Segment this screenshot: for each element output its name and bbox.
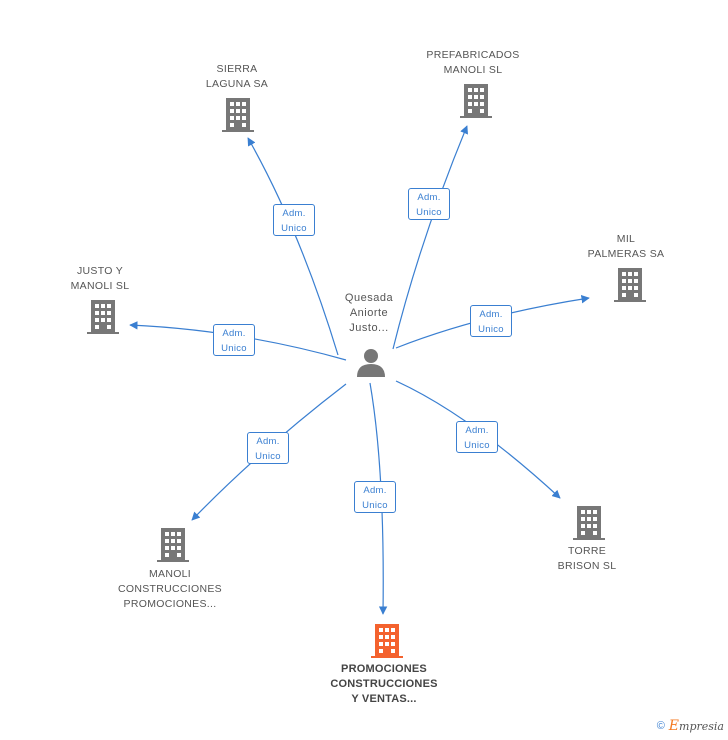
relation-role: Adm. <box>222 328 246 339</box>
person-name-line: Quesada <box>344 292 394 304</box>
relation-role: Adm. <box>465 425 489 436</box>
relation-type: Unico <box>255 451 281 462</box>
building-icon-promociones[interactable] <box>371 624 403 658</box>
building-icon-manoli[interactable] <box>157 528 189 562</box>
node-label-line: TORRE <box>567 545 607 557</box>
person-icon[interactable] <box>357 349 385 377</box>
node-label-justo[interactable]: JUSTO Y MANOLI SL <box>50 264 150 294</box>
relation-type: Unico <box>478 324 504 335</box>
person-name[interactable]: Quesada Aniorte Justo... <box>330 291 408 336</box>
relation-badge-mil[interactable]: Adm. Unico <box>470 305 512 337</box>
node-label-line: PROMOCIONES... <box>123 598 217 610</box>
node-label-line: MANOLI <box>148 568 192 580</box>
relation-role: Adm. <box>479 309 503 320</box>
building-icon-prefabricados[interactable] <box>460 84 492 118</box>
node-label-line: JUSTO Y <box>76 265 124 277</box>
node-label-line: Y VENTAS... <box>351 693 417 705</box>
relation-type: Unico <box>416 207 442 218</box>
relation-role: Adm. <box>417 192 441 203</box>
node-label-line: SIERRA <box>216 63 258 75</box>
relation-type: Unico <box>281 223 307 234</box>
node-label-line: MANOLI SL <box>443 64 503 76</box>
relation-badge-prefabricados[interactable]: Adm. Unico <box>408 188 450 220</box>
building-icon-justo[interactable] <box>87 300 119 334</box>
copyright-icon: © <box>656 720 665 732</box>
node-label-promociones[interactable]: PROMOCIONES CONSTRUCCIONES Y VENTAS... <box>319 662 449 707</box>
building-icon-mil[interactable] <box>614 268 646 302</box>
edge-prefabricados <box>392 125 469 350</box>
node-label-sierra[interactable]: SIERRA LAGUNA SA <box>187 62 287 92</box>
node-label-manoli[interactable]: MANOLI CONSTRUCCIONES PROMOCIONES... <box>110 567 230 612</box>
node-label-line: CONSTRUCCIONES <box>118 583 222 595</box>
node-label-line: CONSTRUCCIONES <box>330 678 438 690</box>
relation-type: Unico <box>221 343 247 354</box>
brand-name: mpresia <box>679 720 724 733</box>
relation-badge-torre[interactable]: Adm. Unico <box>456 421 498 453</box>
relation-role: Adm. <box>256 436 280 447</box>
relation-role: Adm. <box>363 485 387 496</box>
relation-badge-justo[interactable]: Adm. Unico <box>213 324 255 356</box>
node-label-line: PREFABRICADOS <box>426 49 520 61</box>
relation-badge-sierra[interactable]: Adm. Unico <box>273 204 315 236</box>
relation-role: Adm. <box>282 208 306 219</box>
person-name-line: Aniorte <box>349 307 389 319</box>
node-label-line: LAGUNA SA <box>205 78 269 90</box>
person-name-line: Justo... <box>349 322 389 334</box>
brand-logo[interactable]: Empresia <box>669 718 724 734</box>
brand-initial: E <box>668 718 680 734</box>
node-label-line: PALMERAS SA <box>587 248 665 260</box>
building-icon-torre[interactable] <box>573 506 605 540</box>
building-icon-sierra[interactable] <box>222 98 254 132</box>
relation-badge-manoli[interactable]: Adm. Unico <box>247 432 289 464</box>
node-label-torre[interactable]: TORRE BRISON SL <box>537 544 637 574</box>
relation-type: Unico <box>464 440 490 451</box>
node-label-line: PROMOCIONES <box>341 663 427 675</box>
node-label-mil[interactable]: MIL PALMERAS SA <box>576 232 676 262</box>
node-label-prefabricados[interactable]: PREFABRICADOS MANOLI SL <box>413 48 533 78</box>
relation-type: Unico <box>362 500 388 511</box>
relation-badge-promociones[interactable]: Adm. Unico <box>354 481 396 513</box>
node-label-line: BRISON SL <box>557 560 617 572</box>
edge-sierra <box>247 137 339 356</box>
node-label-line: MIL <box>616 233 636 245</box>
node-label-line: MANOLI SL <box>70 280 130 292</box>
footer-credit: © Empresia <box>657 718 724 734</box>
